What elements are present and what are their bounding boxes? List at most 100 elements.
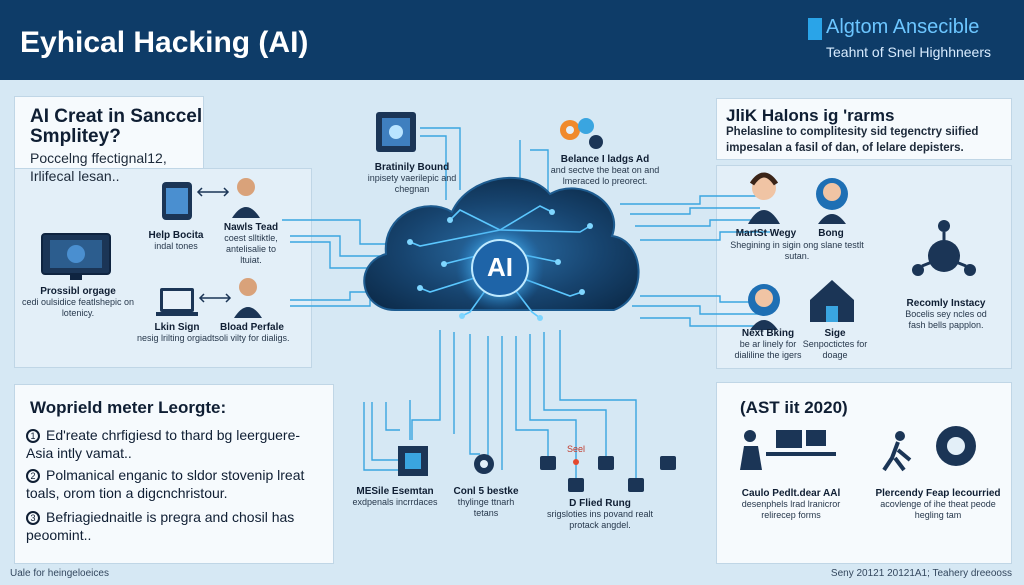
person-avatar-icon	[748, 172, 780, 224]
node-desc: acovlenge of ihe theat peode hegling tam	[880, 499, 996, 520]
node-desc: srigsloties ins povand realt protack ang…	[546, 509, 654, 530]
node-prossibl-orgage: Prossibl orgage cedi oulsidice featlshep…	[18, 286, 138, 319]
node-desc: be ar linely for dialiline the igers	[734, 339, 802, 360]
left-top-title-line2: Smplitey?	[30, 126, 121, 147]
node-title: Next Bking	[741, 328, 795, 339]
desk-worker-icon	[740, 430, 836, 470]
laptop-icon	[156, 288, 198, 316]
node-bratinily-bound: Bratinily Bound inpisety vaerilepic and …	[352, 162, 472, 195]
node-title: Help Bocita	[148, 230, 204, 241]
node-desc: soli vilty for dialigs.	[214, 333, 290, 343]
bullet-text: Polmanical enganic to sldor stovenip lre…	[26, 467, 305, 501]
node-next-bking: Next Bking be ar linely for dialiline th…	[728, 328, 808, 361]
right-top-panel	[716, 98, 1012, 160]
node-title: Bload Perfale	[220, 322, 284, 333]
right-top-subtitle-line1: Phelasline to complitesity sid tegenctry…	[726, 126, 979, 138]
device-icon	[376, 112, 416, 152]
node-marst-wegy: MartSt Wegy	[726, 228, 806, 239]
brand-tagline: Teahnt of Snel Highhneers	[826, 44, 991, 60]
left-top-title-line1: AI Creat in Sanccel	[30, 106, 203, 127]
node-nawls-tead: Nawls Tead coest slltiktle, antelisalie …	[214, 222, 288, 266]
brand-name: Algtom Ansecible	[826, 16, 980, 38]
node-title: Lkin Sign	[154, 322, 200, 333]
person-avatar-icon	[234, 278, 262, 318]
person-avatar-icon	[816, 178, 848, 224]
right-bottom-title: (AST iit 2020)	[740, 398, 848, 417]
node-desc: thylinge ttnarh tetans	[457, 497, 515, 518]
gear-icon	[474, 454, 494, 474]
node-desc: cedi oulsidice featlshepic on lotenicy.	[21, 297, 135, 318]
node-title: Sige	[824, 328, 846, 339]
bullet-number: 1	[26, 429, 40, 444]
bullet-text: Befriagiednaitle is pregra and chosil ha…	[26, 509, 295, 543]
right-top-subtitle-line2: impesalan a fasil of dan, of lelare depi…	[726, 142, 964, 154]
node-title: Plercendy Feap lecourried	[875, 488, 1001, 499]
right-top-title: JliK Halons ig 'rarms	[726, 106, 895, 125]
node-desc: indal tones	[154, 241, 198, 251]
node-desc: Shegining in sigin ong slane testlt suta…	[730, 240, 864, 261]
node-desc: coest slltiktle, antelisalie to ltuiat.	[224, 233, 278, 265]
left-bottom-title: Woprield meter Leorgte:	[30, 398, 227, 417]
exchange-arrow-icon	[196, 187, 230, 197]
node-bong: Bong	[806, 228, 856, 239]
node-title: Recomly Instacy	[906, 298, 986, 309]
node-conl-bestke: Conl 5 bestke thylinge ttnarh tetans	[446, 486, 526, 519]
ai-cloud	[363, 176, 640, 321]
node-title: Bratinily Bound	[374, 162, 450, 173]
brand-block: Algtom Ansecible Teahnt of Snel Highhnee…	[808, 16, 1008, 66]
node-desc: Seel	[566, 444, 585, 454]
node-desc: nesig lrilting orgiadt.	[136, 333, 218, 343]
runner-icon	[882, 431, 912, 472]
node-title: Bong	[818, 228, 844, 239]
node-d-flied-rung: D Flied Rung srigsloties ins povand real…	[540, 498, 660, 531]
alert-dot-icon	[573, 459, 579, 465]
tablet-icon	[162, 182, 192, 220]
gear-icon	[936, 426, 976, 466]
node-help-bocita: Help Bocita indal tones	[136, 230, 216, 252]
left-top-subtitle-line2: Irlifecal lesan..	[30, 168, 120, 184]
node-recomly-instacy: Recomly Instacy Bocelis sey ncles od fas…	[896, 298, 996, 331]
node-caulo: Caulo Pedlt.dear AAl desenphels lrad lra…	[726, 488, 856, 521]
node-desc: exdpenals incrrdaces	[352, 497, 438, 507]
house-icon	[810, 280, 854, 322]
footer-left-text: Uale for heingeloeices	[10, 568, 109, 579]
node-title: MESile Esemtan	[356, 486, 434, 497]
right-bottom-panel	[716, 382, 1012, 564]
node-sige: Sige Senpoctictes for doage	[800, 328, 870, 361]
exchange-arrow-icon	[198, 293, 232, 303]
bullet-number: 3	[26, 511, 40, 526]
monitor-icon	[41, 233, 111, 280]
chip-icon	[398, 446, 428, 476]
left-bottom-panel	[14, 384, 334, 564]
node-title: Conl 5 bestke	[453, 486, 519, 497]
left-top-subtitle-line1: Poccelng ffectignal12,	[30, 150, 167, 166]
node-desc: Senpoctictes for doage	[802, 339, 868, 360]
node-title: Prossibl orgage	[40, 286, 116, 297]
person-avatar-icon	[232, 178, 260, 218]
ai-cloud-label: AI	[487, 252, 513, 282]
node-title: Belance I ladgs Ad	[560, 154, 650, 165]
node-desc: inpisety vaerilepic and chegnan	[367, 173, 457, 194]
page-title: Eyhical Hacking (AI)	[20, 26, 309, 59]
node-belance-ladgs: Belance I ladgs Ad and sectve the beat o…	[540, 154, 670, 187]
node-seel-label: Seel	[556, 444, 596, 455]
node-title: Nawls Tead	[223, 222, 279, 233]
header-bar: Eyhical Hacking (AI) Algtom Ansecible Te…	[0, 0, 1024, 80]
node-desc: Bocelis sey ncles od fash bells papplon.	[905, 309, 987, 330]
node-title: Caulo Pedlt.dear AAl	[741, 488, 841, 499]
node-lkin-sign: Lkin Sign nesig lrilting orgiadt.	[132, 322, 222, 344]
node-plercendy: Plercendy Feap lecourried acovlenge of i…	[868, 488, 1008, 521]
footer-right-text: Seny 20121 20121A1; Teahery dreeooss	[830, 568, 1012, 579]
node-desc: and sectve the beat on and lmeraced lo p…	[550, 165, 660, 186]
node-desc: desenphels lrad lranicror relirecep form…	[741, 499, 841, 520]
person-avatar-icon	[748, 284, 780, 330]
component-icon	[540, 456, 676, 492]
node-marst-wegy-desc: Shegining in sigin ong slane testlt suta…	[722, 240, 872, 262]
node-title: D Flied Rung	[569, 498, 631, 509]
network-icon	[912, 220, 976, 276]
bullet-number: 2	[26, 469, 40, 484]
